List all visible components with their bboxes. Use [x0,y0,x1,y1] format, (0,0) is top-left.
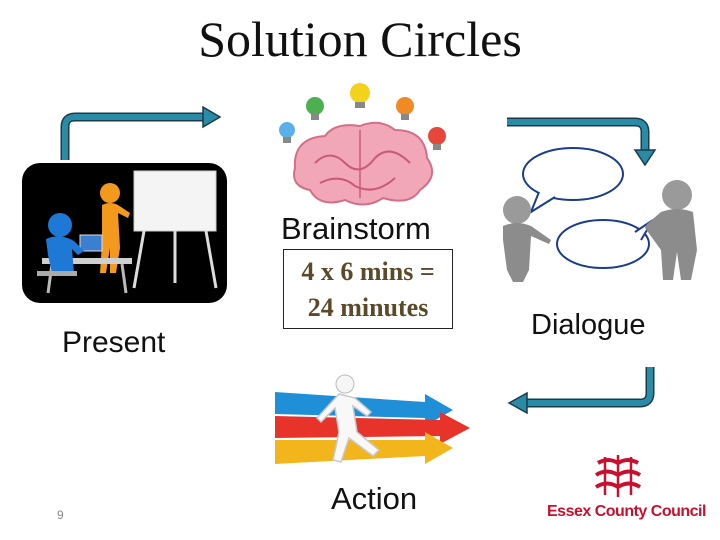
time-line-1: 4 x 6 mins = [301,257,435,286]
dialogue-figures-image [503,147,697,282]
brainstorm-label: Brainstorm [281,211,431,246]
logo-text: Essex County Council [547,503,706,520]
dialogue-label: Dialogue [531,309,646,341]
action-label: Action [331,481,418,516]
present-label: Present [62,326,166,359]
slide-number: 9 [57,508,64,522]
time-line-2: 24 minutes [307,293,429,322]
arrow-dialogue-to-action-icon [507,367,655,415]
time-allocation-box: 4 x 6 mins = 24 minutes [283,249,453,329]
slide-title: Solution Circles [198,11,522,67]
brain-lightbulbs-image [279,83,446,206]
essex-county-council-logo-icon [594,455,642,497]
arrow-brainstorm-to-dialogue-icon [507,117,657,167]
presentation-image [22,163,227,303]
arrow-present-to-brainstorm-icon [60,105,222,160]
action-runner-image [275,374,470,464]
